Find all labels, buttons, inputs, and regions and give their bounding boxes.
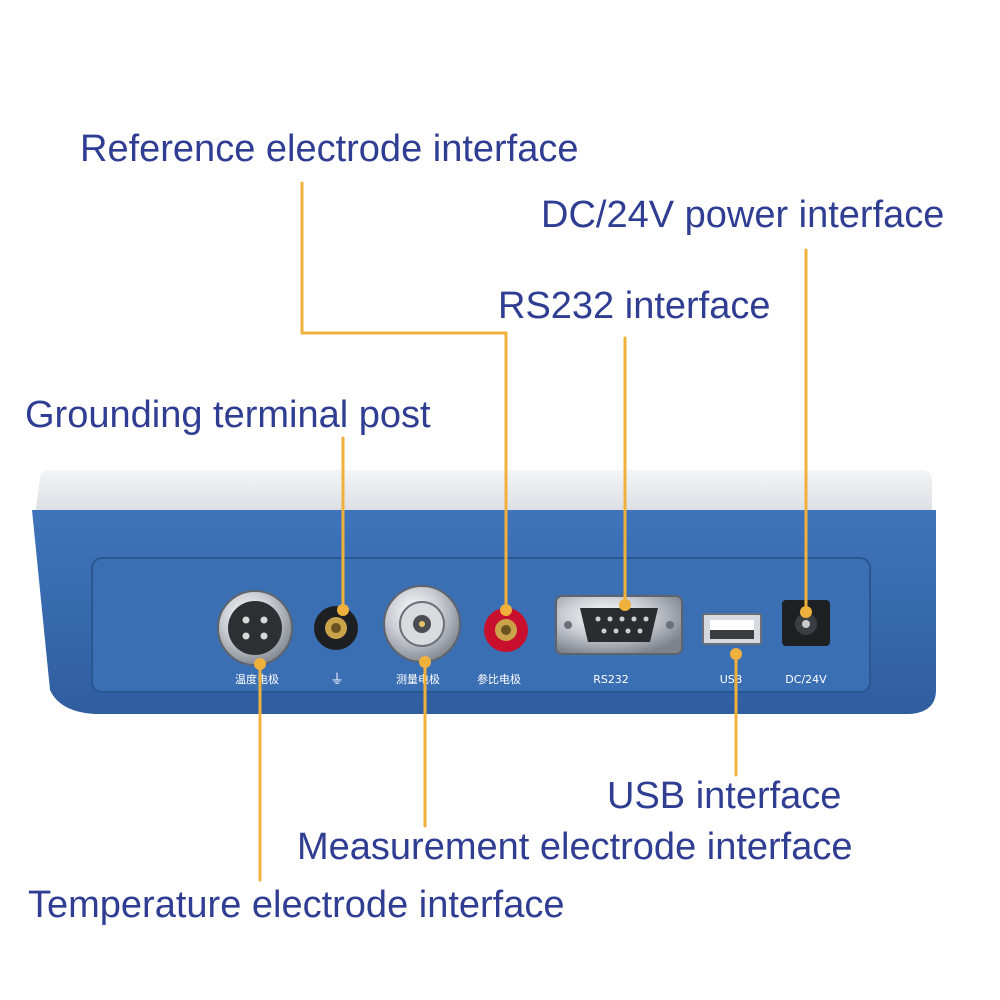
panel-label-reference: 参比电极 (477, 672, 521, 686)
device-top-cover (35, 470, 932, 515)
callout-grounding: Grounding terminal post (25, 394, 431, 436)
panel-label-temperature: 温度电极 (235, 672, 279, 686)
callout-measurement-electrode: Measurement electrode interface (297, 826, 853, 868)
panel-label-ground: ⏚ (330, 672, 344, 688)
callout-reference-electrode: Reference electrode interface (80, 128, 579, 170)
panel-label-measurement: 测量电极 (396, 672, 440, 686)
callout-rs232: RS232 interface (498, 285, 771, 327)
reference-post (484, 608, 528, 652)
bnc-connector (383, 585, 461, 663)
callout-dc-power: DC/24V power interface (541, 194, 945, 236)
panel-label-rs232: RS232 (593, 673, 629, 686)
panel-label-usb: USB (720, 673, 743, 686)
temperature-connector (217, 590, 293, 666)
dc-jack (782, 600, 830, 646)
ground-post (314, 606, 358, 650)
panel-label-dc: DC/24V (785, 673, 827, 686)
rs232-connector (555, 595, 683, 655)
callout-temperature-electrode: Temperature electrode interface (28, 884, 565, 926)
usb-port (702, 613, 762, 645)
callout-usb: USB interface (607, 775, 842, 817)
